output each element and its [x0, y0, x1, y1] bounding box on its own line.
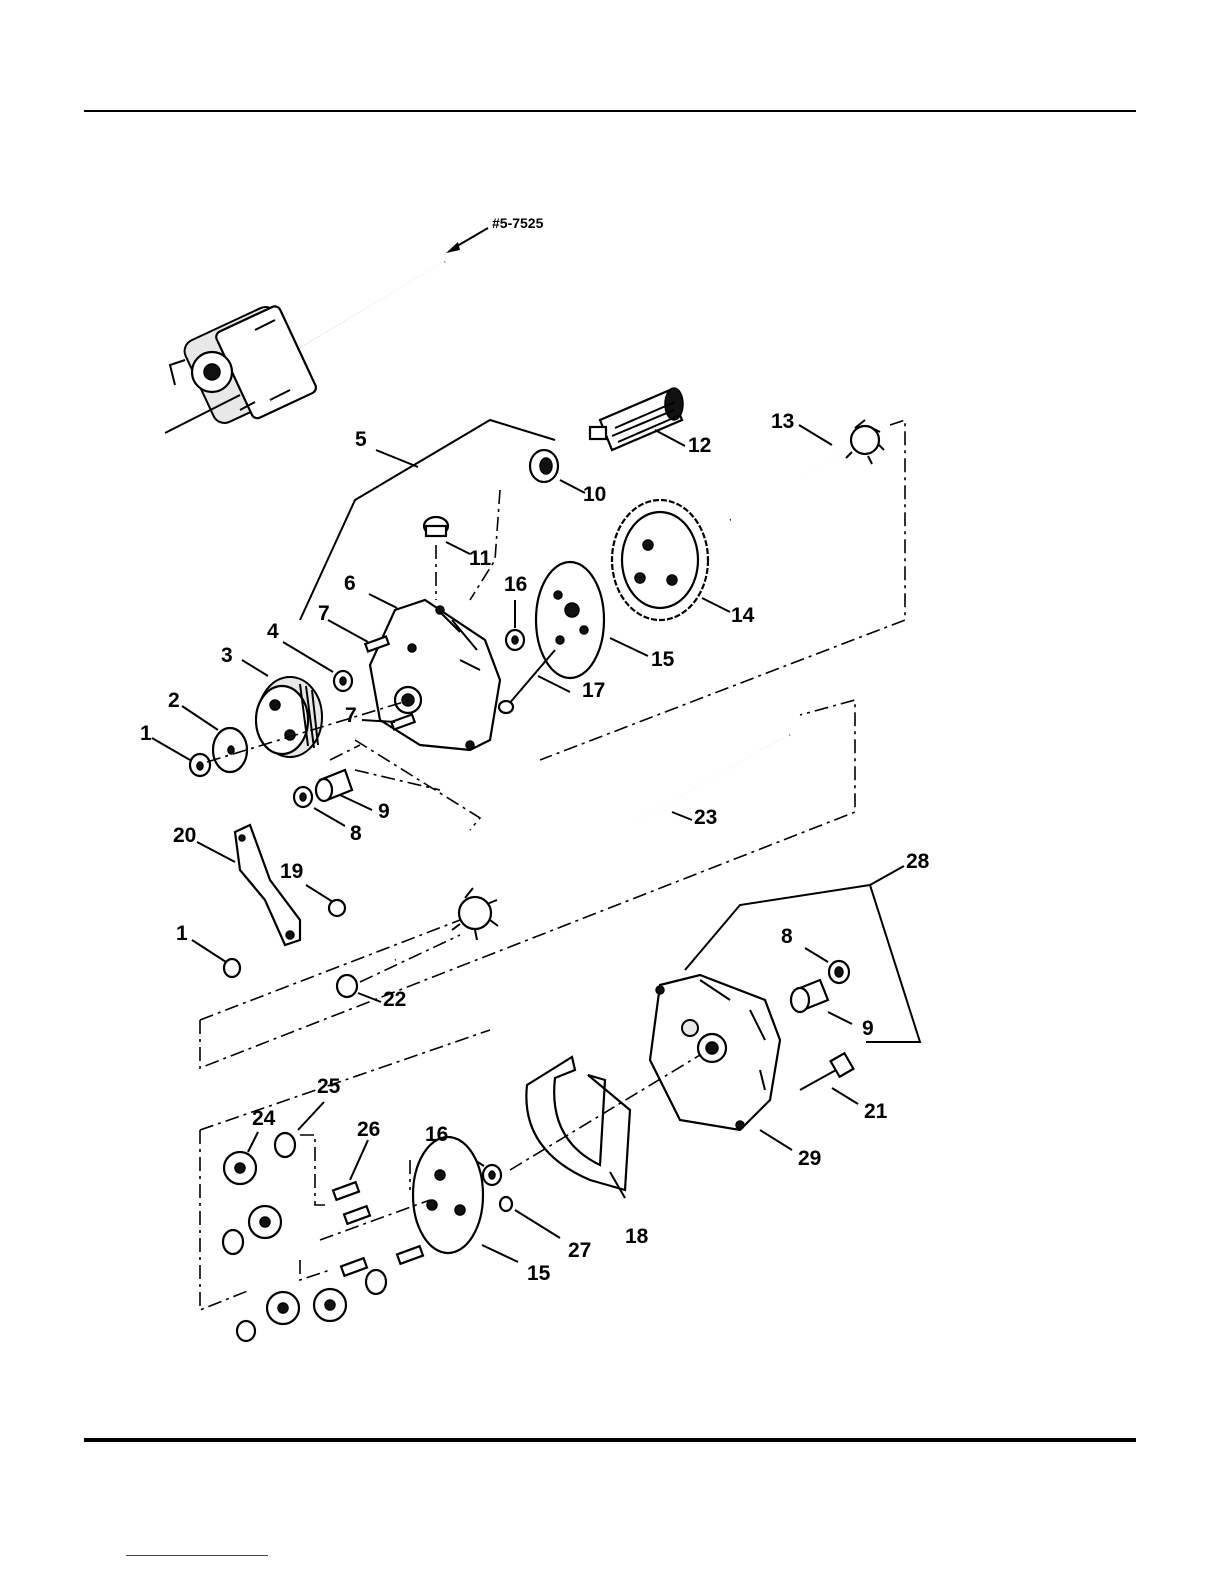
callout-17: 17: [582, 679, 605, 702]
nut-1-lower: [224, 959, 240, 977]
callout-25: 25: [317, 1075, 341, 1098]
callout-29: 29: [798, 1147, 821, 1170]
shaft-23: [395, 735, 790, 960]
pin-26-d: [397, 1246, 423, 1264]
planet-gear-24-a: [224, 1152, 256, 1184]
callout-10: 10: [583, 483, 606, 506]
callout-23: 23: [694, 806, 717, 829]
callout-28: 28: [906, 850, 930, 873]
shaft-13: [730, 420, 884, 520]
callout-2: 2: [168, 689, 180, 712]
callout-3: 3: [221, 644, 233, 667]
nut-27: [500, 1197, 512, 1211]
housing-half-lower: [650, 975, 780, 1130]
pin-26-b: [344, 1206, 370, 1224]
callout-18: 18: [625, 1225, 649, 1248]
reference-label: #5-7525: [492, 215, 544, 231]
callout-22: 22: [383, 988, 406, 1011]
callout-26: 26: [357, 1118, 380, 1141]
callout-15-upper: 15: [651, 648, 675, 671]
bushing-22: [337, 975, 357, 997]
nut-19: [329, 900, 345, 916]
spacer-25-a: [275, 1133, 295, 1157]
callout-16-upper: 16: [504, 573, 527, 596]
knob-12: [590, 388, 683, 450]
pulley-3: [256, 677, 322, 757]
spacer-25-d: [237, 1321, 255, 1341]
leader-5: [376, 450, 418, 467]
pin-26-c: [341, 1258, 367, 1276]
callout-8-lower: 8: [781, 925, 793, 948]
bolt-21: [800, 1053, 853, 1090]
spacer-9-lower: [791, 980, 828, 1012]
planet-gear-24-d: [314, 1289, 346, 1321]
planet-gear-24-c: [267, 1292, 299, 1324]
callout-6: 6: [344, 572, 356, 595]
bolt-17: [499, 650, 555, 713]
gear-14: [612, 500, 708, 620]
planet-gear-24-b: [249, 1206, 281, 1238]
callout-20: 20: [173, 824, 196, 847]
reference-arrow: [446, 228, 488, 253]
callout-24: 24: [252, 1107, 276, 1130]
callout-4: 4: [267, 620, 279, 643]
leader-6: [369, 594, 397, 608]
callout-7-upper: 7: [318, 602, 330, 625]
callout-11: 11: [469, 547, 492, 570]
gasket-18: [526, 1057, 630, 1190]
callout-9-upper: 9: [378, 800, 390, 823]
callout-1-upper: 1: [140, 722, 152, 745]
callout-12: 12: [688, 434, 711, 457]
bracket-20: [235, 825, 300, 945]
pin-26-a: [333, 1182, 359, 1200]
callout-19: 19: [280, 860, 303, 883]
callout-14: 14: [731, 604, 755, 627]
spacer-9-upper: [316, 770, 352, 801]
cap-11: [424, 517, 448, 536]
plate-15-lower: [413, 1137, 483, 1253]
callout-5: 5: [355, 428, 367, 451]
callout-21: 21: [864, 1100, 888, 1123]
callout-15-lower: 15: [527, 1262, 551, 1285]
callout-27: 27: [568, 1239, 591, 1262]
transmission-assembly-overview: [165, 262, 445, 433]
callout-13: 13: [771, 410, 794, 433]
callout-1-lower: 1: [176, 922, 188, 945]
spacer-25-b: [223, 1230, 243, 1254]
callout-16-lower: 16: [425, 1123, 448, 1146]
spacer-25-c: [366, 1270, 386, 1294]
callout-7-lower: 7: [345, 704, 357, 727]
callout-8-upper: 8: [350, 822, 362, 845]
housing-half-upper: [370, 600, 500, 750]
callout-9-lower: 9: [862, 1017, 874, 1040]
